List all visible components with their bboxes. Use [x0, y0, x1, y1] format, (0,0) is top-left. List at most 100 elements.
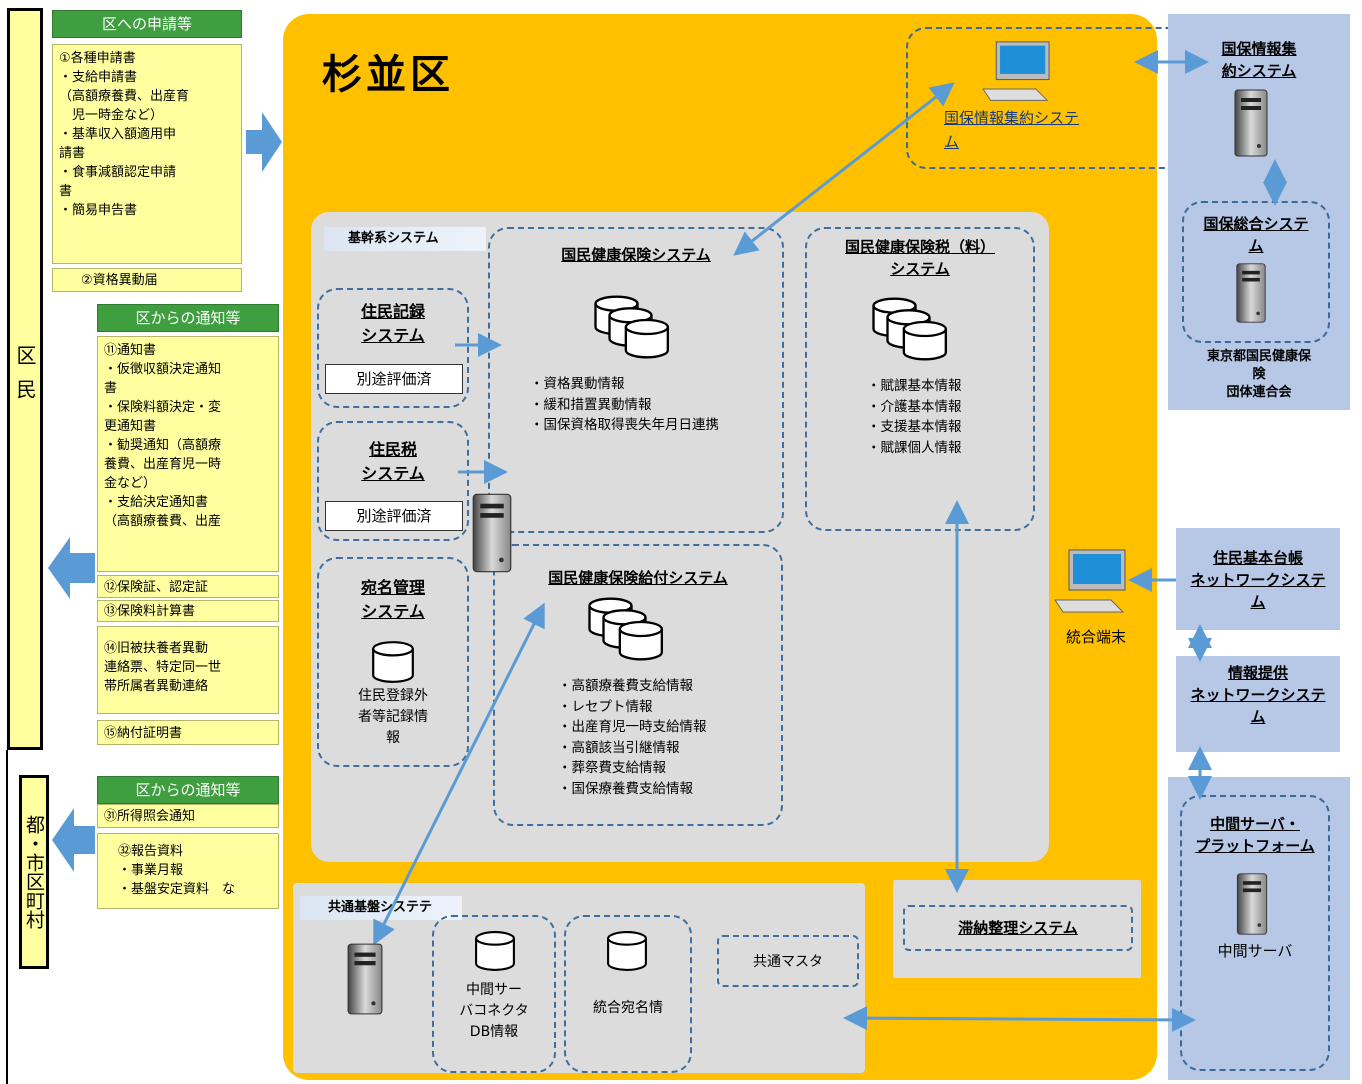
middle-server-label: 中間サーバ — [1217, 942, 1293, 960]
notice-item-2: 書 — [104, 381, 118, 396]
benefit-item-0: ・高額療養費支給情報 — [558, 678, 693, 694]
notice-box-14: ⑭旧被扶養者異動連絡票、特定同一世帯所属者異動連絡 — [97, 626, 279, 714]
mid-conn-3: DB情報 — [469, 1024, 519, 1040]
sogo-2: ム — [1248, 237, 1264, 255]
midconn-database-icon — [474, 930, 516, 972]
notice-item-14-0: ⑭旧被扶養者異動 — [104, 641, 209, 656]
notice-item-3: ・保険料額決定・変 — [104, 400, 222, 415]
sogo-1: 国保総合システ — [1203, 215, 1309, 233]
notice-item-6: 養費、出産育児一時 — [104, 457, 222, 472]
kokuho-sogo-frame — [1182, 201, 1330, 343]
municipal-label: 都・市区町村 — [23, 815, 45, 929]
nhi-database-icon — [594, 295, 670, 359]
notice-item-5: ・勧奨通知（高額療 — [104, 438, 222, 453]
tax-item-0: ・賦課基本情報 — [867, 378, 962, 394]
notice-box-15: ⑮納付証明書 — [97, 720, 279, 745]
rengokai-1: 東京都国民健康保 — [1206, 349, 1311, 364]
resident-record-evaluated: 別途評価済 — [325, 364, 463, 394]
info-provision-panel — [1176, 656, 1340, 752]
divider-line — [6, 750, 8, 1084]
nhi-items: ・資格異動情報・緩和措置異動情報・国保資格取得喪失年月日連携 — [530, 374, 719, 436]
residents-label: 区民 — [13, 345, 37, 413]
benefit-item-3: ・高額該当引継情報 — [558, 739, 680, 756]
request-item-8: ・簡易申告書 — [59, 203, 138, 218]
nhi-tax-title-2: システム — [890, 260, 950, 278]
sogo-server-icon — [1236, 263, 1266, 323]
benefit-database-icon — [588, 597, 664, 661]
notice-item-9: （高額療養費、出産 — [104, 514, 222, 529]
kokuho-sys-2: 約システム — [1221, 62, 1297, 80]
notice-item-14-1: 連絡票、特定同一世 — [104, 660, 222, 675]
core-server-icon — [472, 493, 512, 573]
rengokai-3: 団体連合会 — [1226, 385, 1292, 400]
kokuho-client-pc-icon — [982, 41, 1050, 101]
nhi-benefit-title: 国民健康保険給付システム — [548, 569, 728, 587]
integrated-terminal-label: 統合端末 — [1066, 628, 1127, 646]
request-item-1: ・支給申請書 — [59, 70, 138, 85]
notice-box-13: ⑬保険料計算書 — [97, 600, 279, 622]
joho-1: 情報提供 — [1227, 664, 1288, 682]
notice-item-1: ・仮徴収額決定通知 — [104, 362, 222, 377]
kokuho-client-line1: 国保情報集約システ — [944, 109, 1080, 127]
juki-net-title: 住民基本台帳ネットワークシステム — [1176, 547, 1340, 613]
request-item-5: 請書 — [59, 146, 86, 161]
notice2-box-32: ㉜報告資料・事業月報・基盤安定資料 な — [97, 833, 279, 909]
atena-database-icon — [372, 641, 414, 683]
delinquency-system: 滞納整理システム — [903, 905, 1133, 951]
notice2-item-0: ㉜報告資料 — [118, 844, 184, 859]
tax-item-2: ・支援基本情報 — [867, 419, 962, 435]
nhi-tax-items: ・賦課基本情報・介護基本情報・支援基本情報・賦課個人情報 — [867, 376, 962, 458]
resident-tax-title-1: 住民税 — [368, 440, 417, 459]
notice2-header: 区からの通知等 — [97, 776, 279, 804]
notice2-box-31: ㉛所得照会通知 — [97, 804, 279, 828]
nhi-title: 国民健康保険システム — [561, 246, 711, 264]
juki-3: ム — [1250, 593, 1266, 611]
tax-item-1: ・介護基本情報 — [867, 398, 962, 415]
resident-tax-evaluated: 別途評価済 — [325, 501, 463, 531]
municipal-bar: 都・市区町村 — [19, 775, 49, 969]
link-client-nhi — [733, 82, 955, 256]
request-item-2: ②資格異動届 — [52, 268, 242, 292]
notice-header: 区からの通知等 — [97, 304, 279, 332]
resident-tax-title: 住民税システム — [317, 438, 469, 486]
request-item-3: 児一時金など） — [59, 108, 164, 123]
benefit-item-4: ・葬祭費支給情報 — [558, 760, 666, 776]
arrow-to-municipal — [52, 808, 95, 872]
terminal-pc-icon — [1054, 549, 1126, 613]
request-item-7: 書 — [59, 184, 73, 199]
notice-item-7: 金など） — [104, 476, 157, 491]
arrow-to-residents — [48, 537, 95, 599]
kokuho-sys-1: 国保情報集 — [1221, 40, 1297, 58]
benefit-item-2: ・出産育児一時支給情報 — [558, 719, 707, 735]
delinquency-panel — [893, 880, 1141, 978]
notice2-item-2: ・基盤安定資料 な — [118, 882, 236, 897]
juki-1: 住民基本台帳 — [1212, 549, 1303, 567]
request-item-2: （高額療養費、出産育 — [59, 89, 190, 104]
notice-box-11: ⑪通知書・仮徴収額決定通知書・保険料額決定・変更通知書・勧奨通知（高額療養費、出… — [97, 336, 279, 572]
common-server-icon — [347, 943, 383, 1015]
mid-server-icon — [1236, 873, 1268, 935]
notice-item-4: 更通知書 — [104, 419, 157, 434]
tax-item-3: ・賦課個人情報 — [867, 439, 962, 456]
resident-record-title-1: 住民記録 — [360, 302, 425, 321]
notice-item-0: ⑪通知書 — [104, 343, 157, 358]
integrated-address-db — [564, 915, 692, 1073]
request-list: ①各種申請書・支給申請書（高額療養費、出産育 児一時金など）・基準収入額適用申請… — [59, 49, 235, 220]
kokuho-info-system-title: 国保情報集約システム — [1168, 38, 1350, 82]
nhi-benefit-items: ・高額療養費支給情報・レセプト情報・出産育児一時支給情報・高額該当引継情報・葬祭… — [558, 676, 707, 799]
nhi-system — [488, 227, 784, 533]
arrow-to-ward — [246, 112, 282, 172]
mid-1: 中間サーバ・ — [1210, 815, 1300, 833]
delinquency-title: 滞納整理システム — [958, 919, 1078, 937]
link-common-mid — [843, 1006, 1196, 1032]
address-mgmt-title-1: 宛名管理 — [360, 578, 425, 597]
benefit-item-5: ・国保療養費支給情報 — [558, 780, 693, 797]
notice-box-12: ⑫保険証、認定証 — [97, 575, 279, 598]
joho-3: ム — [1250, 708, 1266, 726]
mid-2: プラットフォーム — [1195, 837, 1315, 855]
notice-list-14: ⑭旧被扶養者異動連絡票、特定同一世帯所属者異動連絡 — [104, 639, 272, 696]
resident-record-system — [317, 288, 469, 408]
mid-conn-2: バコネクタ — [459, 1003, 529, 1019]
